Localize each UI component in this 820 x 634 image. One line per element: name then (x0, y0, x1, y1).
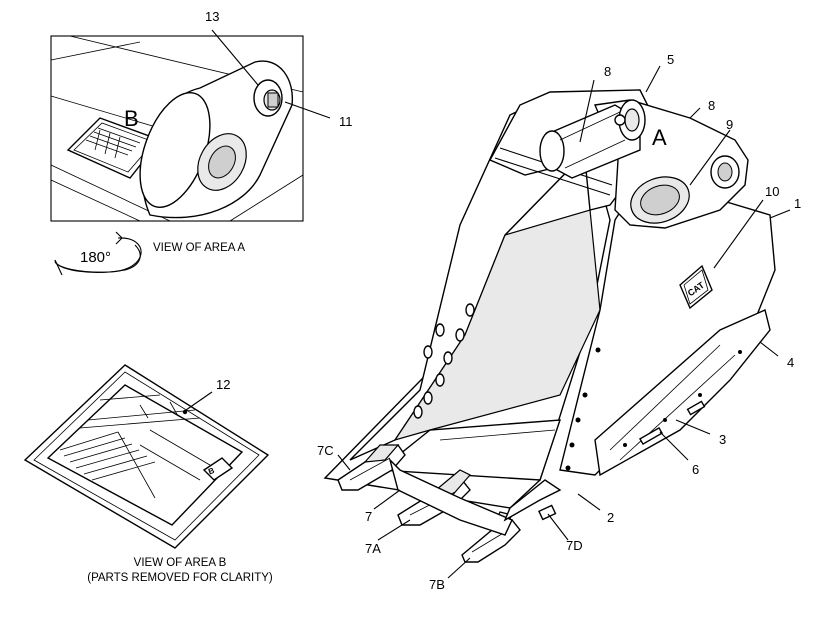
pin-upper (539, 99, 646, 179)
leader-lines (337, 65, 791, 579)
view-a-caption: VIEW OF AREA A (153, 242, 245, 254)
callout-5: 5 (667, 52, 674, 67)
callout-8-upper: 8 (604, 64, 611, 79)
callout-9: 9 (726, 117, 733, 132)
callout-6: 6 (692, 462, 699, 477)
view-area-b-nameplate: B (23, 364, 270, 549)
callout-labels: 13 11 5 8 8 9 10 1 4 3 6 2 7D 7C 7 7A 7B… (205, 9, 801, 592)
callout-1: 1 (794, 196, 801, 211)
callout-7: 7 (365, 509, 372, 524)
rotation-label: 180° (80, 249, 111, 266)
tooth-7c (337, 444, 406, 491)
callout-13: 13 (205, 9, 219, 24)
bucket-main-drawing: CAT (323, 89, 776, 563)
view-area-a-inset (50, 29, 331, 222)
callout-11: 11 (339, 114, 353, 129)
rotation-arrow-icon (54, 231, 142, 276)
callout-3: 3 (719, 432, 726, 447)
callout-12: 12 (216, 377, 230, 392)
rivet-12 (182, 409, 188, 415)
svg-text:B: B (207, 466, 216, 477)
callout-7d: 7D (566, 538, 583, 553)
cat-logo-small-icon: B (202, 457, 234, 481)
view-b-caption-line2: (PARTS REMOVED FOR CLARITY) (87, 572, 273, 584)
callout-7b: 7B (429, 577, 445, 592)
callout-7c: 7C (317, 443, 334, 458)
callout-4: 4 (787, 355, 794, 370)
callout-8-right: 8 (708, 98, 715, 113)
view-b-caption-line1: VIEW OF AREA B (134, 557, 227, 569)
nameplate-small (66, 117, 162, 179)
callout-7a: 7A (365, 541, 381, 556)
side-bolt-holes (413, 303, 742, 471)
callout-10: 10 (765, 184, 779, 199)
cat-logo-icon: CAT (679, 264, 713, 310)
callout-2: 2 (607, 510, 614, 525)
area-letter-a: A (652, 125, 667, 150)
area-letter-b: B (124, 106, 139, 131)
